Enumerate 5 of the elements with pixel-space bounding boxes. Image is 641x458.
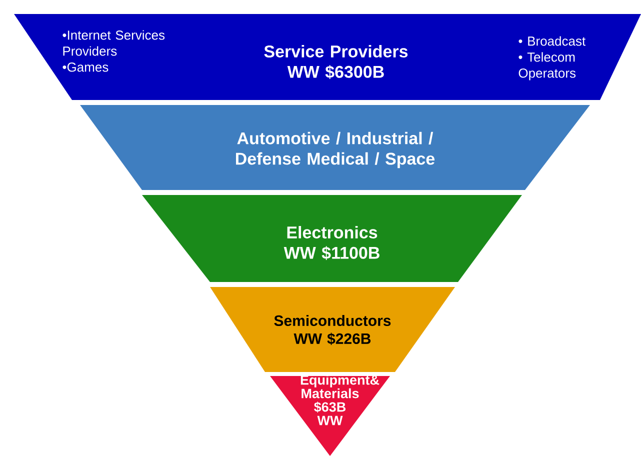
pyramid-band: Equipment& Materials $63B WW — [270, 374, 390, 456]
pyramid-band: Service Providers WW $6300B •Internet Services Providers •Games • Broadcast • Telecom Operators — [14, 14, 641, 100]
pyramid-band: Semiconductors WW $226B — [210, 287, 455, 372]
pyramid-band: Automotive / Industrial / Defense Medical / Space — [80, 105, 590, 190]
pyramid-band: Electronics WW $1100B — [142, 195, 522, 282]
